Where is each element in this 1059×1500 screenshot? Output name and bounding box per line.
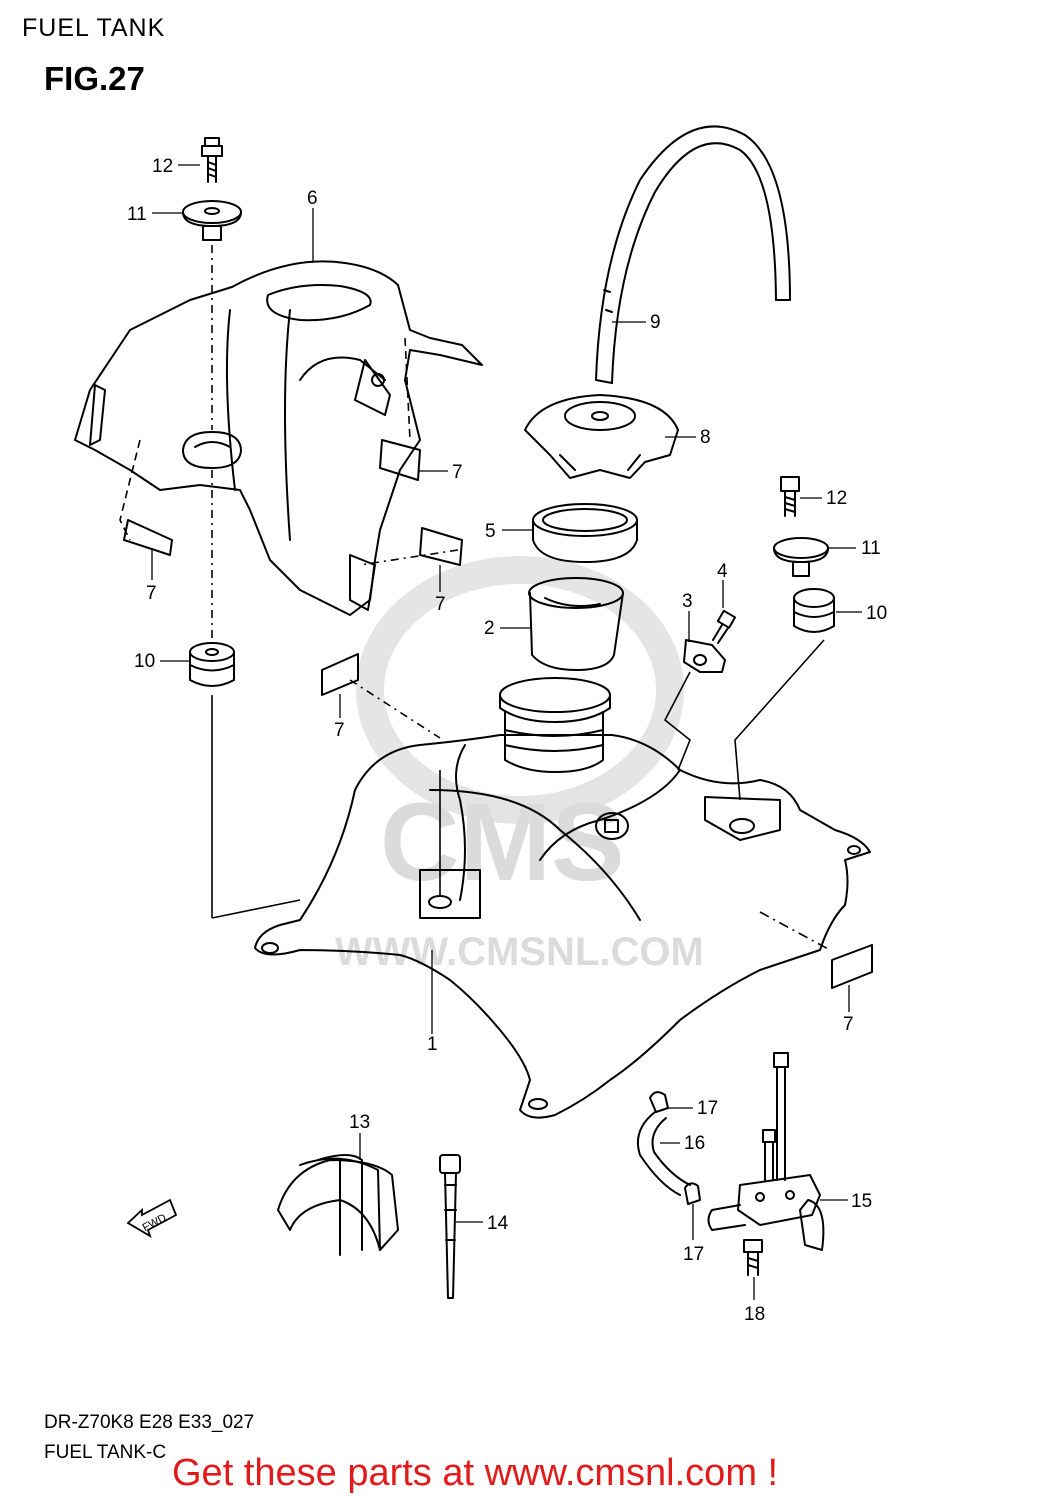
filter-2 bbox=[528, 577, 624, 671]
callout-7: 7 bbox=[452, 462, 463, 483]
cushion-13 bbox=[277, 1154, 399, 1256]
callout-2: 2 bbox=[484, 618, 495, 639]
clamp-17-top bbox=[649, 1091, 669, 1113]
sub-title: FUEL TANK-C bbox=[44, 1442, 167, 1463]
watermark: CMS WWW.CMSNL.COM bbox=[335, 556, 704, 974]
callout-14: 14 bbox=[487, 1213, 509, 1234]
screw-18 bbox=[743, 1239, 763, 1276]
callout-16: 16 bbox=[684, 1133, 705, 1154]
figure-label: FIG.27 bbox=[44, 60, 145, 97]
callout-11: 11 bbox=[127, 204, 147, 225]
callout-leaders bbox=[151, 164, 862, 1300]
breather-hose-9 bbox=[595, 125, 791, 384]
fuel-tank-1 bbox=[254, 677, 871, 1119]
callout-7: 7 bbox=[843, 1014, 854, 1035]
leader-lines bbox=[119, 245, 831, 951]
callout-4: 4 bbox=[717, 561, 728, 582]
callout-12: 12 bbox=[152, 156, 173, 177]
model-code: DR-Z70K8 E28 E33_027 bbox=[44, 1412, 255, 1433]
cushion-10-left bbox=[189, 642, 235, 687]
callout-17: 17 bbox=[683, 1244, 704, 1265]
callout-7: 7 bbox=[146, 583, 157, 604]
clamp-17-bottom bbox=[684, 1182, 701, 1205]
callout-10: 10 bbox=[866, 603, 887, 624]
callout-7: 7 bbox=[435, 594, 446, 615]
fuel-hose-16 bbox=[636, 1111, 691, 1196]
callout-11: 11 bbox=[861, 538, 881, 559]
callout-13: 13 bbox=[349, 1112, 370, 1133]
callout-6: 6 bbox=[307, 188, 318, 209]
callout-5: 5 bbox=[485, 521, 496, 542]
callout-numbers: 12 11 6 9 8 7 12 5 11 4 7 3 7 10 2 10 7 … bbox=[127, 156, 887, 1325]
bracket-3 bbox=[683, 639, 726, 673]
callout-15: 15 bbox=[851, 1191, 872, 1212]
tank-cover-6 bbox=[74, 260, 483, 616]
watermark-url: WWW.CMSNL.COM bbox=[335, 930, 704, 974]
cushion-11-left bbox=[182, 200, 242, 241]
label-7-group bbox=[123, 439, 873, 989]
gasket-5 bbox=[532, 503, 638, 563]
callout-7: 7 bbox=[334, 720, 345, 741]
callout-17: 17 bbox=[697, 1098, 718, 1119]
callout-10: 10 bbox=[134, 651, 155, 672]
bolt-12-left bbox=[201, 137, 223, 183]
cushion-11-right bbox=[773, 537, 829, 577]
fwd-arrow-icon: FWD bbox=[126, 1198, 178, 1238]
callout-3: 3 bbox=[682, 591, 693, 612]
cable-tie-14 bbox=[439, 1154, 461, 1299]
cushion-10-right bbox=[793, 588, 835, 633]
callout-1: 1 bbox=[427, 1034, 438, 1055]
callout-12: 12 bbox=[826, 488, 847, 509]
section-title: FUEL TANK bbox=[22, 14, 166, 42]
bolt-12-right bbox=[780, 476, 800, 517]
callout-9: 9 bbox=[650, 312, 661, 333]
fuel-cap-8 bbox=[524, 394, 679, 479]
fuel-cock-15 bbox=[707, 1052, 825, 1251]
callout-8: 8 bbox=[700, 427, 711, 448]
promo-link[interactable]: Get these parts at www.cmsnl.com ! bbox=[172, 1452, 779, 1494]
callout-18: 18 bbox=[744, 1304, 765, 1325]
screw-4 bbox=[712, 609, 737, 644]
